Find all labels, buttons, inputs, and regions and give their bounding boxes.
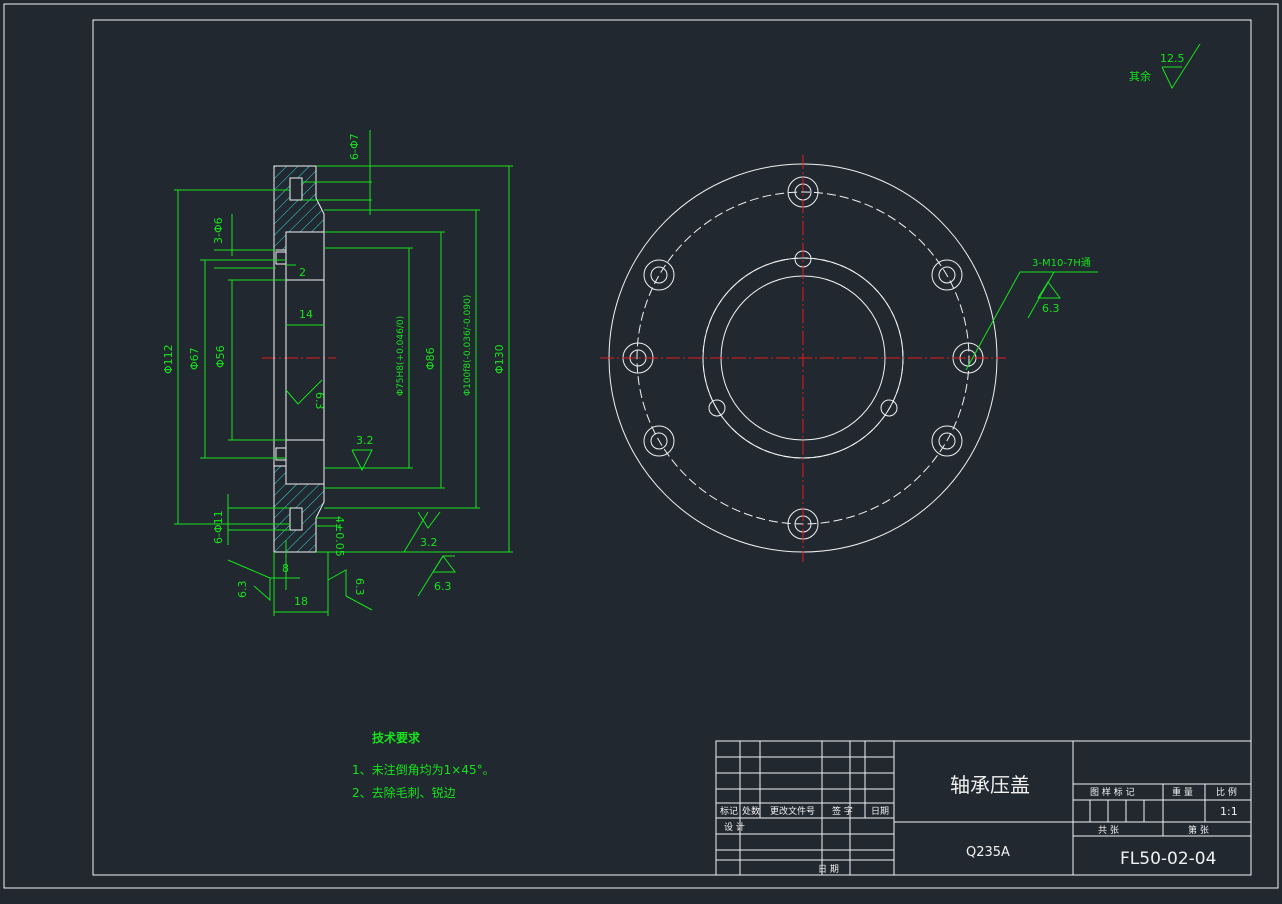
tb-change-doc: 更改文件号 — [770, 805, 815, 817]
front-roughness-value: 6.3 — [1042, 302, 1060, 315]
general-roughness-value: 12.5 — [1160, 52, 1185, 65]
title-block: 标记 处数 更改文件号 签 字 日期 设 计 日 期 轴承压盖 Q235A 图 … — [715, 740, 1252, 876]
roughness-right-value: 6.3 — [353, 578, 366, 596]
roughness-right — [327, 569, 347, 596]
tb-total-sheets: 共 张 — [1098, 825, 1119, 836]
dim-18: 18 — [294, 595, 308, 608]
dim-phi75h8: Φ75H8(+0.046/0) — [396, 316, 406, 396]
tb-stage-mark: 图 样 标 记 — [1090, 786, 1135, 798]
tech-req-item-2: 2、去除毛刺、锐边 — [352, 785, 456, 800]
roughness-inner — [351, 449, 373, 472]
dim-phi130: Φ130 — [493, 344, 506, 374]
roughness-left-value: 6.3 — [236, 581, 249, 599]
dim-phi100f8: Φ100f8(-0.036/-0.090) — [463, 295, 473, 396]
tb-sheet-no: 第 张 — [1188, 824, 1209, 836]
dim-14: 14 — [299, 308, 313, 321]
general-roughness-label: 其余 — [1129, 69, 1151, 83]
roughness-left — [253, 578, 271, 602]
roughness-inner-value: 3.2 — [356, 434, 374, 447]
technical-requirements: 技术要求 1、未注倒角均为1×45°。 2、去除毛刺、锐边 — [352, 730, 495, 800]
dim-phi56: Φ56 — [214, 345, 227, 368]
front-view: 3-M10-7H通 6.3 — [600, 155, 1098, 562]
front-roughness-symbol — [1037, 281, 1061, 299]
roughness-bottom-value: 6.3 — [434, 580, 452, 593]
dim-8: 8 — [282, 562, 289, 575]
tech-req-item-1: 1、未注倒角均为1×45°。 — [352, 762, 495, 777]
dim-phi67: Φ67 — [188, 347, 201, 370]
drawing-number: FL50-02-04 — [1120, 849, 1216, 869]
roughness-bore — [285, 379, 323, 405]
roughness-bottom — [432, 555, 456, 573]
dim-6-phi11: 6-Φ11 — [212, 510, 225, 544]
roughness-outer — [417, 511, 441, 529]
outer-frame — [3, 3, 1279, 889]
material: Q235A — [966, 845, 1010, 860]
tb-mark: 标记 — [720, 805, 738, 817]
general-roughness-symbol: 其余 12.5 — [1129, 43, 1201, 90]
tech-req-title: 技术要求 — [372, 730, 421, 745]
dim-6-phi7: 6-Φ7 — [348, 133, 361, 160]
dim-phi112: Φ112 — [162, 344, 175, 374]
thread-leader — [965, 271, 1098, 371]
part-name: 轴承压盖 — [950, 773, 1030, 797]
section-view: 6-Φ7 3-Φ6 2 14 Φ112 Φ67 Φ56 Φ75H8(+0.046… — [162, 130, 513, 616]
thread-callout: 3-M10-7H通 — [1032, 257, 1091, 269]
tb-count: 处数 — [742, 805, 760, 817]
tb-date: 日期 — [871, 806, 889, 817]
inner-frame — [92, 19, 1252, 876]
dim-4-tol: 4±0.05 — [333, 516, 346, 557]
dim-2: 2 — [299, 266, 306, 279]
tb-date2: 日 期 — [818, 864, 839, 875]
roughness-outer-value: 3.2 — [420, 536, 438, 549]
tb-weight: 重 量 — [1172, 786, 1193, 798]
tb-scale-label: 比 例 — [1216, 786, 1237, 798]
dim-3-phi6: 3-Φ6 — [212, 217, 225, 244]
scale: 1:1 — [1220, 805, 1238, 818]
tb-signature: 签 字 — [832, 805, 853, 817]
dim-phi86: Φ86 — [424, 347, 437, 370]
tb-design: 设 计 — [724, 821, 745, 833]
roughness-bore-value: 6.3 — [313, 392, 326, 410]
